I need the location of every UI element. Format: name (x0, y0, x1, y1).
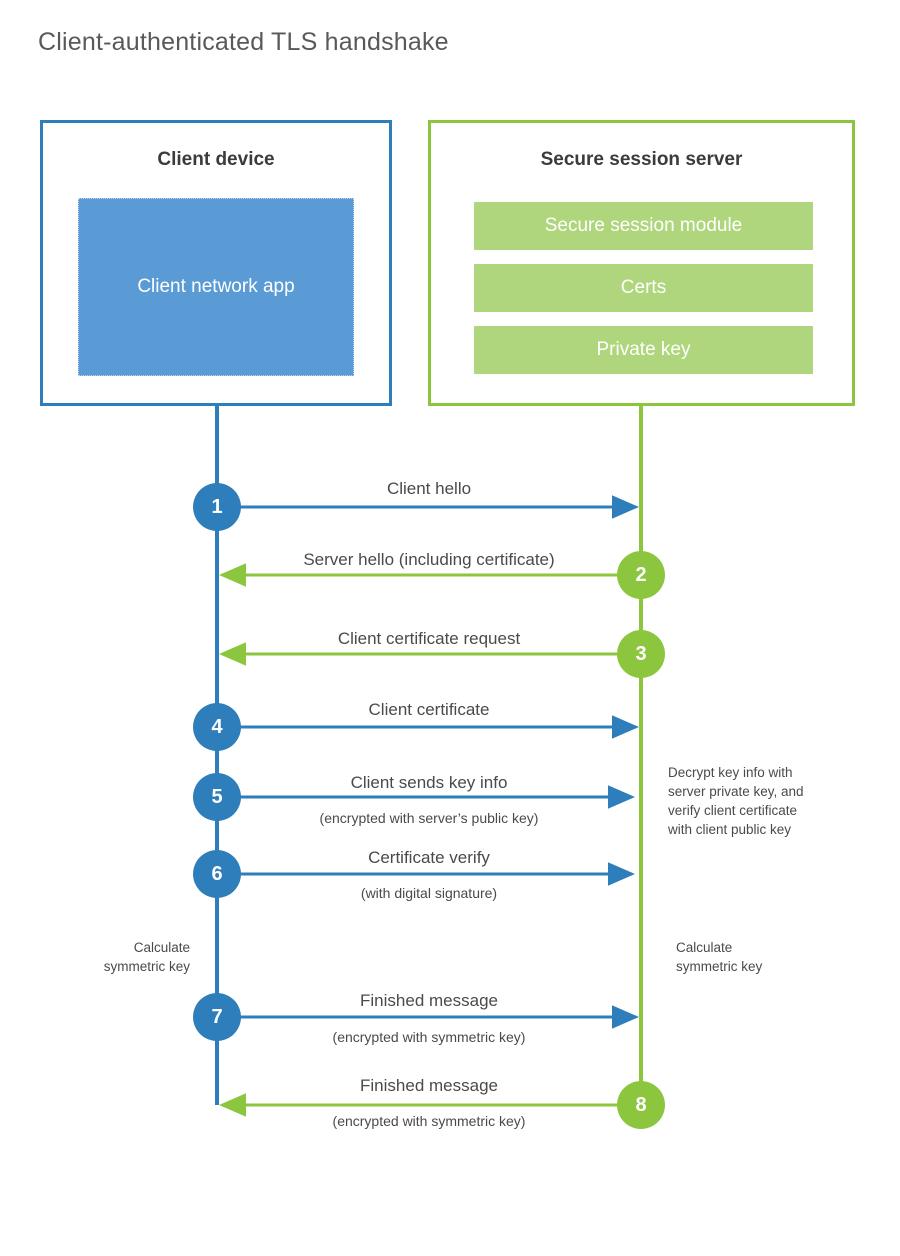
message-label-step-7: Finished message (360, 991, 498, 1010)
message-sublabel-step-8: (encrypted with symmetric key) (332, 1113, 526, 1129)
step-circle-2[interactable]: 2 (617, 551, 665, 599)
message-label-step-6: Certificate verify (368, 848, 490, 867)
client-device-title: Client device (157, 149, 275, 170)
secure-session-server-box: Secure session server Secure session mod… (428, 120, 855, 406)
step-circle-8-number: 8 (635, 1094, 646, 1116)
message-sublabel-step-6: (with digital signature) (360, 885, 498, 901)
message-label-step-3: Client certificate request (337, 629, 521, 648)
secure-session-server-title: Secure session server (540, 149, 743, 170)
step-circle-4-number: 4 (211, 716, 223, 738)
step-circle-5-number: 5 (211, 786, 222, 808)
step-circle-1[interactable]: 1 (193, 483, 241, 531)
message-label-step-5: Client sends key info (350, 773, 508, 792)
note-server-calculate-symmetric-key: Calculate symmetric key (676, 940, 763, 975)
message-label-step-2: Server hello (including certificate) (303, 550, 555, 569)
message-sublabel-step-7: (encrypted with symmetric key) (332, 1029, 526, 1045)
step-circle-7[interactable]: 7 (193, 993, 241, 1041)
step-circle-7-number: 7 (211, 1006, 222, 1028)
page-title: Client-authenticated TLS handshake (38, 28, 449, 56)
step-circle-1-number: 1 (211, 496, 222, 518)
client-network-app-box: Client network app (78, 198, 354, 376)
step-circle-2-number: 2 (635, 564, 646, 586)
message-label-step-1: Client hello (386, 479, 472, 498)
message-label-step-4: Client certificate (368, 700, 490, 719)
client-device-box: Client device Client network app (40, 120, 392, 406)
step-circle-6[interactable]: 6 (193, 850, 241, 898)
message-sublabel-step-5: (encrypted with server’s public key) (319, 810, 539, 826)
step-circle-8[interactable]: 8 (617, 1081, 665, 1129)
step-circle-5[interactable]: 5 (193, 773, 241, 821)
step-circle-3[interactable]: 3 (617, 630, 665, 678)
step-circle-6-number: 6 (211, 863, 222, 885)
step-circle-3-number: 3 (635, 643, 646, 665)
server-module-secure-session-module: Secure session module (474, 202, 813, 250)
server-module-certs: Certs (474, 264, 813, 312)
server-module-private-key: Private key (474, 326, 813, 374)
note-server-decrypt: Decrypt key info with server private key… (668, 765, 804, 838)
step-circle-4[interactable]: 4 (193, 703, 241, 751)
message-label-step-8: Finished message (360, 1076, 498, 1095)
note-client-calculate-symmetric-key: Calculate symmetric key (103, 940, 190, 975)
